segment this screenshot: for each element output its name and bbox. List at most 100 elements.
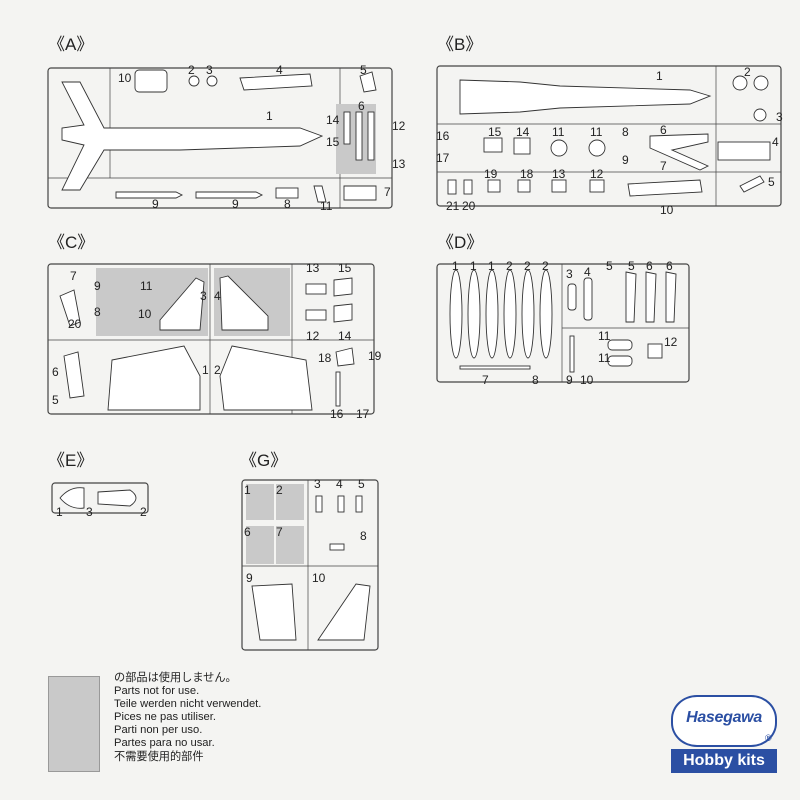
part-number-label: 13 bbox=[392, 157, 406, 171]
part-number-label: 12 bbox=[392, 119, 406, 133]
part-number-label: 1 bbox=[266, 109, 273, 123]
part-number-label: 2 bbox=[506, 259, 513, 273]
part-number-label: 3 bbox=[206, 63, 213, 77]
part-a14 bbox=[343, 111, 351, 145]
part-b4 bbox=[717, 141, 771, 161]
part-b1-fuselage bbox=[459, 79, 712, 115]
sprue-e-part-numbers: 1 3 2 bbox=[56, 505, 147, 519]
hasegawa-logo-oval: Hasegawa bbox=[671, 695, 777, 747]
sprue-b-part-numbers: 1 2 3 16 15 14 11 11 8 6 4 17 9 7 19 18 … bbox=[436, 65, 783, 217]
part-c2 bbox=[219, 345, 313, 411]
sprue-g-frame bbox=[241, 479, 379, 651]
part-number-label: 3 bbox=[566, 267, 573, 281]
part-a10 bbox=[134, 69, 168, 93]
sprue-g: 《G》 1 2 3 4 5 6 7 8 9 10 bbox=[240, 451, 379, 651]
part-number-label: 8 bbox=[94, 305, 101, 319]
part-number-label: 6 bbox=[660, 123, 667, 137]
part-number-label: 10 bbox=[312, 571, 326, 585]
hasegawa-logo: Hasegawa ® Hobby kits bbox=[671, 695, 777, 775]
part-b19 bbox=[487, 179, 501, 193]
part-a8 bbox=[275, 187, 299, 199]
part-number-label: 14 bbox=[516, 125, 530, 139]
part-d11-a bbox=[607, 339, 633, 351]
part-b20 bbox=[463, 179, 473, 195]
sprue-d-label: 《D》 bbox=[437, 233, 483, 252]
sprue-b-label: 《B》 bbox=[437, 35, 482, 54]
part-d9 bbox=[569, 335, 575, 373]
part-number-label: 6 bbox=[244, 525, 251, 539]
part-number-label: 11 bbox=[598, 351, 611, 365]
part-b2-left bbox=[732, 75, 748, 91]
part-number-label: 3 bbox=[86, 505, 93, 519]
sprue-c-frame bbox=[47, 263, 375, 415]
part-number-label: 6 bbox=[646, 259, 653, 273]
part-e1 bbox=[59, 487, 85, 509]
part-number-label: 8 bbox=[622, 125, 629, 139]
part-c12 bbox=[305, 309, 327, 321]
part-d6 bbox=[665, 271, 677, 323]
part-e2 bbox=[97, 489, 137, 507]
part-number-label: 3 bbox=[200, 289, 207, 303]
part-number-label: 5 bbox=[628, 259, 635, 273]
part-number-label: 4 bbox=[276, 63, 283, 77]
part-number-label: 7 bbox=[70, 269, 77, 283]
part-c6 bbox=[63, 351, 85, 399]
part-number-label: 14 bbox=[338, 329, 352, 343]
part-number-label: 10 bbox=[660, 203, 674, 217]
registered-mark: ® bbox=[765, 733, 772, 743]
part-number-label: 2 bbox=[140, 505, 147, 519]
part-d2-b bbox=[521, 269, 535, 359]
part-c14 bbox=[333, 303, 353, 323]
part-number-label: 11 bbox=[598, 329, 611, 343]
part-number-label: 5 bbox=[358, 477, 365, 491]
part-number-label: 3 bbox=[776, 110, 783, 124]
part-number-label: 7 bbox=[384, 185, 391, 199]
part-g4 bbox=[337, 495, 345, 513]
part-number-label: 9 bbox=[152, 197, 159, 211]
part-c7 bbox=[59, 289, 81, 327]
part-c13 bbox=[305, 283, 327, 295]
sprue-a-label: 《A》 bbox=[48, 35, 93, 54]
part-b12 bbox=[589, 179, 605, 193]
part-b11-left bbox=[550, 139, 568, 157]
part-number-label: 12 bbox=[664, 335, 678, 349]
part-c18-19 bbox=[335, 347, 355, 367]
part-number-label: 1 bbox=[56, 505, 63, 519]
part-number-label: 19 bbox=[368, 349, 382, 363]
part-a9-left bbox=[115, 191, 184, 199]
part-number-label: 7 bbox=[276, 525, 283, 539]
part-c1 bbox=[107, 345, 201, 411]
part-number-label: 15 bbox=[326, 135, 340, 149]
part-number-label: 15 bbox=[338, 261, 352, 275]
part-b18 bbox=[517, 179, 531, 193]
part-number-label: 16 bbox=[330, 407, 344, 421]
part-a4 bbox=[239, 73, 313, 91]
part-g8 bbox=[329, 543, 345, 551]
legend-line-ja: の部品は使用しません。 bbox=[114, 672, 237, 684]
sprue-b-frame bbox=[436, 65, 782, 207]
part-g3 bbox=[315, 495, 323, 513]
legend-line-de: Teile werden nicht verwendet. bbox=[114, 698, 262, 711]
part-number-label: 3 bbox=[314, 477, 321, 491]
part-c15 bbox=[333, 277, 353, 297]
part-b10 bbox=[627, 179, 703, 197]
part-number-label: 8 bbox=[360, 529, 367, 543]
part-number-label: 9 bbox=[622, 153, 629, 167]
part-number-label: 13 bbox=[552, 167, 566, 181]
part-number-label: 19 bbox=[484, 167, 498, 181]
part-number-label: 4 bbox=[772, 135, 779, 149]
part-number-label: 1 bbox=[488, 259, 495, 273]
sprue-c-part-numbers: 7 9 11 3 4 13 15 8 10 20 12 14 6 1 2 18 … bbox=[52, 261, 382, 421]
part-number-label: 7 bbox=[660, 159, 667, 173]
part-number-label: 17 bbox=[356, 407, 370, 421]
part-number-label: 1 bbox=[470, 259, 477, 273]
part-number-label: 2 bbox=[214, 363, 221, 377]
part-b13 bbox=[551, 179, 567, 193]
part-b3 bbox=[753, 108, 767, 122]
part-d2-c bbox=[539, 269, 553, 359]
hobby-kits-banner: Hobby kits bbox=[671, 749, 777, 773]
sprue-a-frame bbox=[47, 67, 393, 209]
legend-line-zh: 不需要使用的部件 bbox=[114, 750, 204, 763]
part-number-label: 11 bbox=[140, 279, 153, 293]
part-d1-a bbox=[449, 269, 463, 359]
